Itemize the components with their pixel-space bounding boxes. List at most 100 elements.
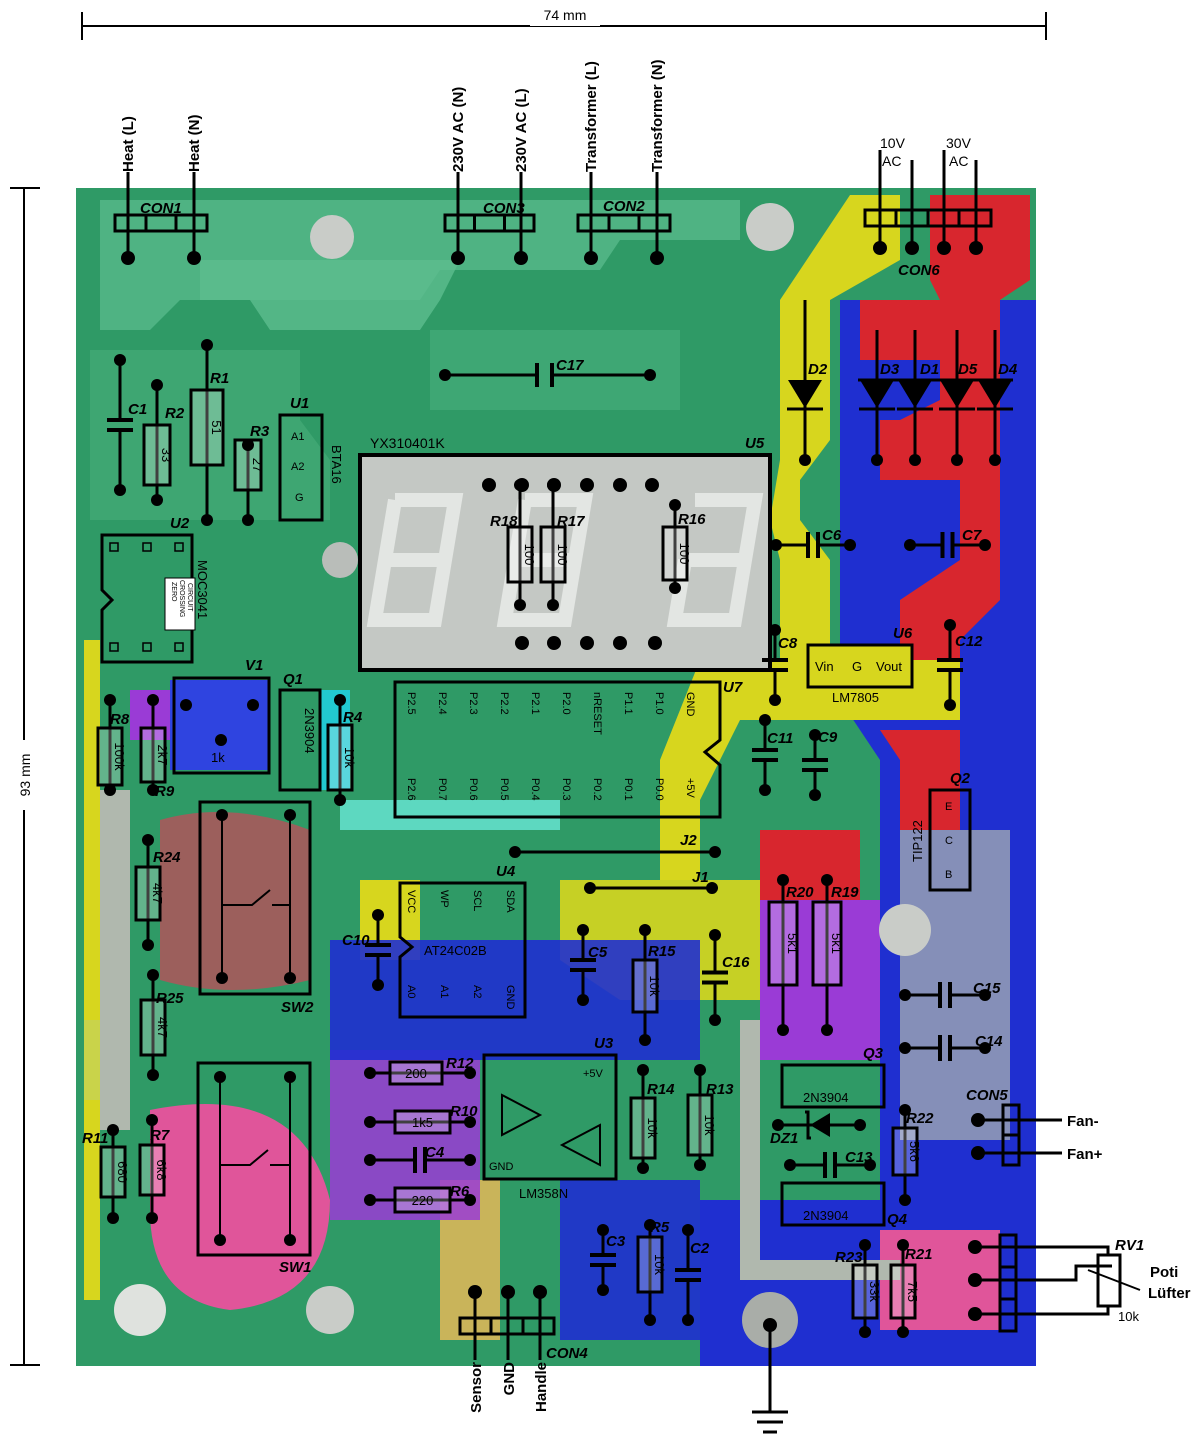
u7-top-pin-5: P2.0 [560, 692, 572, 715]
resistor-r14-value: 10k [645, 1118, 660, 1139]
u6-part-label: LM7805 [832, 690, 879, 705]
q2-pin-e: E [945, 801, 952, 813]
capacitor-c9: C9 [802, 729, 838, 801]
q2-pin-b: B [945, 869, 952, 881]
resistor-r15-label: R15 [648, 943, 676, 960]
capacitor-c12-label: C12 [955, 633, 983, 650]
resistor-layer: 51R133R227R310kR410kR5220R66k8R7100kR82k… [82, 339, 934, 1338]
resistor-r3-value: 27 [250, 458, 265, 472]
sw2-switch: SW2 [198, 800, 314, 1016]
u1-triac: U1 A1 A2 G BTA16 [278, 395, 344, 522]
u7-top-pin-7: P1.1 [622, 692, 634, 715]
resistor-r20-value: 5k1 [785, 933, 800, 954]
u7-top-pin-2: P2.3 [467, 692, 479, 715]
resistor-r17-value: 100 [555, 544, 570, 566]
resistor-r4-value: 10k [342, 747, 357, 768]
con3-pin-0: 230V AC (N) [450, 87, 467, 172]
u5-part-label: YX310401K [370, 435, 445, 451]
resistor-r6-value: 220 [412, 1193, 434, 1208]
con5-connector: CON5 Fan- Fan+ [966, 1087, 1103, 1167]
u7-bottom-pin-0: P2.6 [405, 778, 417, 801]
u4-top-pin-3: SDA [504, 890, 516, 913]
rv1-label-luefter: Lüfter [1148, 1285, 1191, 1302]
con3-pin-1: 230V AC (L) [513, 88, 530, 172]
capacitor-c15-label: C15 [973, 980, 1001, 997]
resistor-r23-value: 33k [867, 1281, 882, 1302]
diode-dz1: DZ1 [770, 1110, 866, 1147]
capacitor-c16-label: C16 [722, 954, 750, 971]
resistor-r21-label: R21 [905, 1246, 933, 1263]
u7-ref-label: U7 [723, 679, 743, 696]
resistor-r18-label: R18 [490, 513, 518, 530]
u2-optocoupler: U2 MOC3041 ZERO CROSSING CIRCUIT [100, 515, 210, 664]
resistor-r5-value: 10k [652, 1254, 667, 1275]
u5-ref-label: U5 [745, 435, 765, 452]
diode-d1-label: D1 [920, 361, 939, 378]
resistor-r24-label: R24 [153, 849, 181, 866]
q1-ref-label: Q1 [283, 671, 303, 688]
u7-bottom-pin-2: P0.6 [467, 778, 479, 801]
capacitor-c8-label: C8 [778, 635, 798, 652]
u7-bottom-pin-9: +5V [684, 778, 696, 799]
resistor-r19-label: R19 [831, 884, 859, 901]
con5-pin-fan-minus: Fan- [1067, 1113, 1099, 1130]
capacitor-c14-label: C14 [975, 1033, 1003, 1050]
resistor-r19-value: 5k1 [829, 933, 844, 954]
capacitor-c1: C1 [107, 354, 147, 496]
u7-top-pin-0: P2.5 [405, 692, 417, 715]
resistor-r20-label: R20 [786, 884, 814, 901]
resistor-r23-label: R23 [835, 1249, 863, 1266]
board [76, 188, 1036, 1366]
resistor-r16-value: 100 [677, 543, 692, 565]
resistor-r14-label: R14 [647, 1081, 675, 1098]
ground-symbol [752, 1318, 788, 1434]
con2-pin-0: Transformer (L) [583, 61, 600, 172]
q2-ref-label: Q2 [950, 770, 971, 787]
resistor-r5-label: R5 [650, 1219, 670, 1236]
capacitor-c10: C10 [342, 909, 391, 991]
u6-regulator: U6 Vin G Vout LM7805 [806, 625, 914, 705]
con4-label: CON4 [546, 1345, 588, 1362]
j2-label: J2 [680, 832, 697, 849]
u3-pin-5v: +5V [583, 1068, 604, 1080]
u7-bottom-pin-8: P0.0 [653, 778, 665, 801]
q2-pin-c: C [945, 835, 953, 847]
resistor-r12-value: 200 [405, 1066, 427, 1081]
con6-30v-line1: 30V [946, 135, 972, 151]
capacitor-c3: C3 [590, 1224, 626, 1296]
capacitor-c1-label: C1 [128, 401, 147, 418]
u4-top-pin-2: SCL [471, 890, 483, 911]
diode-dz1-label: DZ1 [770, 1130, 798, 1147]
u4-bottom-pin-2: A2 [471, 985, 483, 998]
capacitor-c6-label: C6 [822, 527, 842, 544]
sw2-label: SW2 [281, 999, 314, 1016]
u3-opamp: U3 LM358N +5V GND [482, 1035, 618, 1201]
capacitor-c16: C16 [702, 929, 750, 1026]
u7-bottom-pin-5: P0.3 [560, 778, 572, 801]
capacitor-c11: C11 [752, 714, 793, 796]
top-connectors: Heat (L)Heat (N)230V AC (N)230V AC (L)Tr… [113, 59, 672, 265]
q3-transistor: Q3 2N3904 [780, 1045, 886, 1109]
con6-connector: 10V AC 30V AC CON6 [863, 135, 993, 279]
resistor-r1-label: R1 [210, 370, 229, 387]
capacitor-c3-label: C3 [606, 1233, 626, 1250]
q1-part-label: 2N3904 [302, 708, 317, 754]
u7-top-pin-8: P1.0 [653, 692, 665, 715]
jumpers: J2 J1 [509, 832, 721, 894]
resistor-r4-label: R4 [343, 709, 363, 726]
